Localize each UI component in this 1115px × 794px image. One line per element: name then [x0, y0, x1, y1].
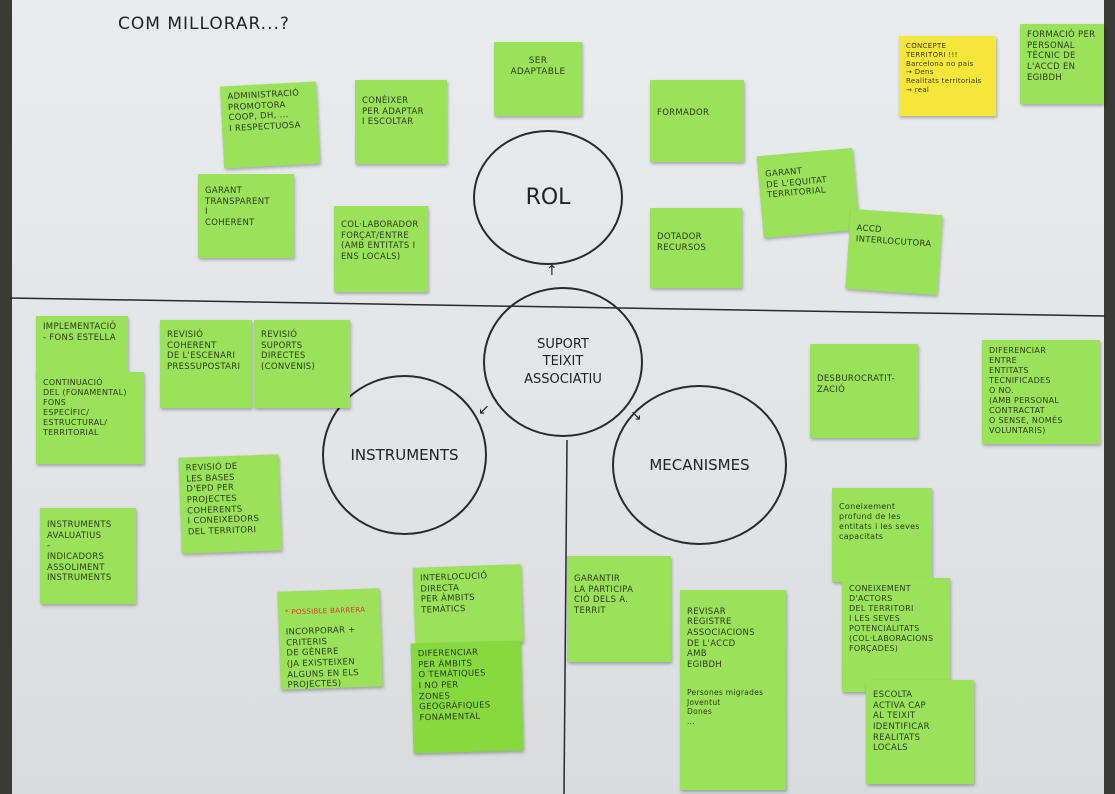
rol-circle: ROL	[473, 130, 623, 265]
sticky-note: FORMADOR	[650, 80, 744, 162]
right-edge	[1104, 0, 1115, 794]
sticky-note: ACCD INTERLOCUTORA	[845, 208, 943, 296]
rol-label: ROL	[525, 185, 571, 210]
sticky-note: CONTINUACIÓ DEL (FONAMENTAL) FONS ESPECÍ…	[36, 372, 144, 464]
sticky-note: IMPLEMENTACIÓ - FONS ESTELLA	[36, 316, 128, 378]
suport-label: SUPORT TEIXIT ASSOCIATIU	[524, 336, 602, 387]
instruments-circle: INSTRUMENTS	[322, 375, 487, 535]
sticky-note: ADMINISTRACIÓ PROMOTORA COOP, DH, ... i …	[219, 81, 321, 169]
sticky-note: INTERLOCUCIÓ DIRECTA PER ÀMBITS TEMÀTICS	[412, 564, 524, 646]
sticky-note: * POSSIBLE BARRERA INCORPORAR + CRITERIS…	[277, 588, 383, 690]
revisar-text: REVISAR REGISTRE ASSOCIACIONS DE L'ACCD …	[687, 606, 755, 670]
revisar-subtext: Persones migrades Joventut Dones ...	[687, 688, 764, 726]
sticky-note: GARANT TRANSPARENT i COHERENT	[198, 174, 294, 258]
sticky-note: GARANT DE L'EQUITAT TERRITORIAL	[756, 147, 860, 239]
sticky-note: DIFERENCIAR ENTRE ENTITATS TECNIFICADES …	[982, 340, 1100, 444]
sticky-note: SER ADAPTABLE	[494, 42, 582, 116]
mecanismes-label: MECANISMES	[649, 456, 750, 474]
arrow-up-icon: ↑	[546, 263, 558, 279]
sticky-note: DESBUROCRATIT- ZACIÓ	[810, 344, 918, 438]
arrow-right-icon: ↘	[630, 408, 642, 424]
mecanismes-circle: MECANISMES	[612, 385, 787, 545]
sticky-note: REVISIÓ SUPORTS DIRECTES (CONVENIS)	[254, 320, 350, 408]
sticky-note: CONEIXEMENT D'ACTORS DEL TERRITORI i LES…	[842, 578, 950, 692]
board-title: COM MILLORAR...?	[118, 14, 290, 34]
sticky-note: REVISIÓ DE LES BASES D'EpD PER PROJECTES…	[178, 454, 282, 554]
left-edge	[0, 0, 12, 794]
sticky-note: REVISIÓ COHERENT DE L'ESCENARI PRESSUPOS…	[160, 320, 252, 408]
suport-circle: SUPORT TEIXIT ASSOCIATIU	[483, 287, 643, 437]
sticky-note: REVISAR REGISTRE ASSOCIACIONS DE L'ACCD …	[680, 590, 786, 790]
sticky-note-yellow: CONCEPTE TERRITORI !!! Barcelona no pais…	[899, 36, 996, 116]
sticky-note: INSTRUMENTS AVALUATIUS - INDICADORS ASSO…	[40, 508, 136, 604]
barrier-label: * POSSIBLE BARRERA	[284, 605, 366, 617]
sticky-note: ESCOLTA ACTIVA CAP AL TEIXIT IDENTIFICAR…	[866, 680, 974, 784]
sticky-note: CONÈIXER PER ADAPTAR i ESCOLTAR	[355, 80, 447, 164]
incorporar-text: INCORPORAR + CRITERIS DE GÈNERE (ja exis…	[285, 625, 360, 690]
sticky-note: Coneixement profund de les entitats i le…	[832, 488, 932, 582]
arrow-left-icon: ↙	[478, 402, 490, 418]
sticky-note: GARANTIR LA PARTICIPA CIÓ DELS A. TERRIT	[567, 556, 671, 662]
sticky-note: FORMACIÓ PER PERSONAL TÈCNIC DE L'ACCD E…	[1020, 24, 1104, 104]
sticky-note: COL·LABORADOR FORÇAT/ENTRE (amb entitats…	[334, 206, 428, 292]
instruments-label: INSTRUMENTS	[350, 446, 459, 464]
sticky-note: DIFERENCIAR PER ÀMBITS O TEMÀTIQUES i NO…	[410, 640, 524, 754]
sticky-note: DOTADOR RECURSOS	[650, 208, 742, 288]
